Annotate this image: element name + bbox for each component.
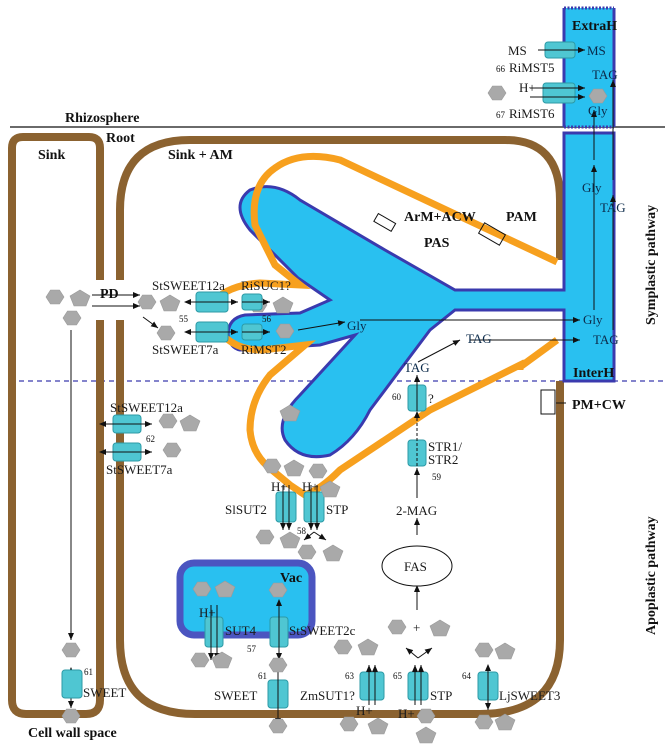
h-plus-label: H+ [302,479,319,494]
ms-label: MS [508,43,527,58]
unknown-label: ? [428,391,434,406]
stsweet7a-mid-label: StSWEET7a [106,462,173,477]
h-plus-label: H+ [519,80,536,95]
ref-56: 56 [262,314,272,324]
zmsut1-transporter [359,671,385,701]
stp-bottom-transporter [407,671,429,701]
ref-61: 61 [258,671,267,681]
ref-55: 55 [179,314,189,324]
sut4-label: SUT4 [225,623,257,638]
ms-label-fungal: MS [587,43,606,58]
h-plus-label: H+ [199,605,216,620]
stp-bottom-label: STP [430,688,452,703]
rimst6-label: RiMST6 [509,106,555,121]
gly-label: Gly [347,318,367,333]
sweet-bottom-label: SWEET [214,688,257,703]
sink-cell [7,133,104,718]
ref-59: 59 [432,472,442,482]
stp-peri-label: STP [326,502,348,517]
pas-label: PAS [424,236,450,251]
stsweet2c-label: StSWEET2c [289,623,356,638]
ref-63: 63 [345,671,355,681]
apoplastic-label: Apoplastic pathway [644,516,659,635]
extrah-label: ExtraH [572,19,617,34]
interh-label: InterH [573,366,614,381]
slsut2-transporter [275,491,297,523]
sink-am-cell [116,136,564,718]
ref-65: 65 [393,671,403,681]
ref-57: 57 [247,644,257,654]
slsut2-label: SlSUT2 [225,502,267,517]
rimst5-label: RiMST5 [509,60,555,75]
sut4-transporter [204,616,224,648]
risuc1-label: RiSUC1? [241,278,291,293]
root-label: Root [106,131,135,146]
ljsweet3-label: LjSWEET3 [499,688,560,703]
ref-66: 66 [496,64,506,74]
str1-label: STR1/ [428,439,462,454]
h-plus-label: H+ [398,706,415,721]
gly-label: Gly [588,103,608,118]
ref-60: 60 [392,392,402,402]
pam-label: PAM [506,210,537,225]
rhizosphere-label: Rhizosphere [65,111,139,126]
tag-label: TAG [593,332,619,347]
sink-am-label: Sink + AM [168,148,233,163]
plus-label: + [413,620,420,635]
h-plus-label: H+ [356,703,373,718]
vac-label: Vac [280,571,302,586]
tag-label: TAG [466,331,492,346]
cell-wall-space-label: Cell wall space [28,726,117,741]
fas-cycle [381,545,453,587]
h-plus-label: H+ [271,479,288,494]
stsweet12a-mid-label: StSWEET12a [110,400,183,415]
sweet-left-transporter [61,669,83,699]
stsweet12a-label: StSWEET12a [152,278,225,293]
pam-box [477,222,507,246]
ref-67: 67 [496,110,506,120]
stsweet7a-label: StSWEET7a [152,342,219,357]
fas-label: FAS [404,559,427,574]
ref-62: 62 [146,434,155,444]
ref-58: 58 [297,526,307,536]
sweet-left-label: SWEET [83,685,126,700]
arm-acw-box [373,212,397,233]
rimst2-label: RiMST2 [241,342,287,357]
ref-64: 64 [462,671,472,681]
stp-peri-transporter [303,491,325,523]
extra-hyphae [562,6,616,129]
ref-61: 61 [84,667,93,677]
pd-label: PD [100,287,119,302]
pm-cw-label: PM+CW [572,398,626,413]
tag-label: TAG [592,67,618,82]
gly-label: Gly [583,312,603,327]
arm-acw-label: ArM+ACW [404,210,476,225]
str2-label: STR2 [428,452,458,467]
pm-cw-box [540,389,556,415]
sink-label: Sink [38,148,65,163]
gly-label: Gly [582,180,602,195]
symplastic-label: Symplastic pathway [644,205,659,325]
tag-label: TAG [404,360,430,375]
zmsut1-label: ZmSUT1? [300,688,355,703]
two-mag-label: 2-MAG [396,503,437,518]
tag-label: TAG [600,200,626,215]
